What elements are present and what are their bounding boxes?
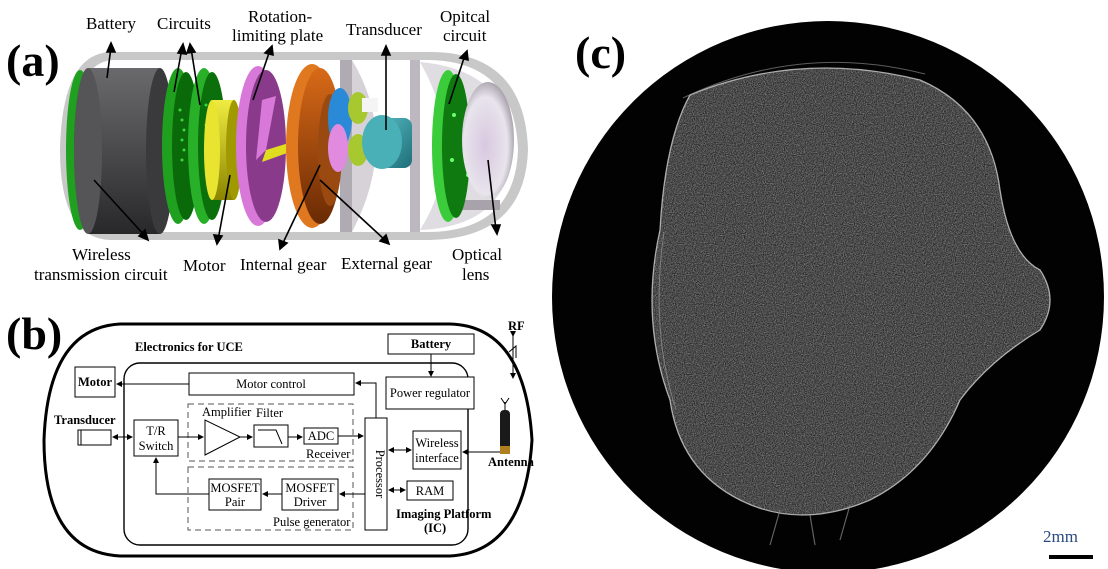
- svg-text:Battery: Battery: [411, 337, 452, 351]
- optical-circuit-board: [432, 70, 470, 222]
- label-optical-circuit-line1: Opitcal: [440, 7, 491, 26]
- diagram-title: Electronics for UCE: [135, 340, 243, 354]
- block-battery: Battery: [387, 333, 475, 355]
- block-mosfet-driver: MOSFET Driver: [281, 478, 339, 511]
- transducer-icon: [77, 429, 112, 446]
- label-antenna: Antenna: [488, 455, 535, 469]
- svg-text:Driver: Driver: [294, 495, 327, 509]
- leader-arrows-a: [93, 41, 502, 251]
- svg-text:ADC: ADC: [308, 429, 334, 443]
- block-ram: RAM: [406, 480, 454, 501]
- label-transducer-b: Transducer: [54, 413, 116, 427]
- label-imaging-platform-line2: (IC): [424, 521, 446, 535]
- label-circuits: Circuits: [157, 14, 211, 33]
- transducer-part: [362, 115, 412, 169]
- label-external-gear: External gear: [341, 254, 433, 273]
- svg-text:RAM: RAM: [416, 484, 444, 498]
- label-rotation-plate-line2: limiting plate: [232, 26, 324, 45]
- electronics-block-diagram: Electronics for UCE Motor Transducer T/R…: [42, 319, 535, 558]
- label-optical-circuit-line2: circuit: [443, 26, 487, 45]
- svg-text:Motor: Motor: [78, 375, 112, 389]
- svg-text:interface: interface: [415, 451, 459, 465]
- rf-signal-icon: [508, 331, 517, 379]
- svg-text:Pair: Pair: [225, 495, 246, 509]
- block-power-regulator: Power regulator: [385, 376, 475, 410]
- capsule-outline: [42, 322, 534, 558]
- amplifier-symbol: [204, 419, 242, 456]
- filter-symbol: [253, 424, 289, 448]
- label-internal-gear: Internal gear: [240, 255, 327, 274]
- svg-text:Switch: Switch: [139, 439, 174, 453]
- antenna-icon: [500, 397, 510, 454]
- svg-text:MOSFET: MOSFET: [285, 481, 335, 495]
- optical-lens-part: [462, 82, 514, 198]
- label-pulse-generator: Pulse generator: [273, 515, 351, 529]
- label-wireless-line1: Wireless: [72, 245, 131, 264]
- outer-boundary-echo: [651, 67, 1051, 516]
- rotation-limiting-plate: [236, 66, 292, 226]
- capsule-exploded-view: [60, 41, 528, 251]
- label-transducer: Transducer: [346, 20, 422, 39]
- svg-text:Wireless: Wireless: [415, 436, 458, 450]
- label-wireless-line2: transmission circuit: [34, 265, 168, 284]
- pulse-generator-group: [187, 466, 354, 531]
- block-adc: ADC: [303, 427, 339, 445]
- panel-b-label: (b): [6, 308, 63, 359]
- battery-part: [74, 68, 174, 234]
- block-mosfet-pair: MOSFET Pair: [208, 478, 262, 511]
- label-receiver: Receiver: [306, 447, 351, 461]
- label-amplifier: Amplifier: [202, 405, 252, 419]
- panel-c-label: (c): [575, 27, 627, 78]
- label-motor: Motor: [183, 256, 226, 275]
- receiver-group: [187, 403, 354, 462]
- signal-connections: [112, 354, 500, 497]
- block-tr-switch: T/R Switch: [133, 419, 179, 457]
- block-motor: Motor: [74, 366, 116, 398]
- label-filter: Filter: [256, 406, 284, 420]
- svg-text:Power regulator: Power regulator: [390, 386, 471, 400]
- label-battery: Battery: [86, 14, 137, 33]
- svg-text:MOSFET: MOSFET: [210, 481, 260, 495]
- scale-bar-label: 2mm: [1043, 527, 1078, 546]
- label-imaging-platform-line1: Imaging Platform: [396, 507, 492, 521]
- block-wireless-interface: Wireless interface: [412, 430, 462, 470]
- label-optical-lens-line1: Optical: [452, 245, 503, 264]
- svg-text:Processor: Processor: [373, 450, 387, 499]
- block-processor: Processor: [364, 417, 388, 531]
- svg-text:Motor control: Motor control: [236, 377, 306, 391]
- imaging-platform-boundary: [123, 362, 469, 546]
- label-rf: RF: [508, 319, 525, 333]
- label-rotation-plate-line1: Rotation-: [248, 7, 313, 26]
- panel-a-label: (a): [6, 35, 60, 86]
- svg-text:T/R: T/R: [146, 424, 166, 438]
- label-optical-lens-line2: lens: [462, 265, 490, 284]
